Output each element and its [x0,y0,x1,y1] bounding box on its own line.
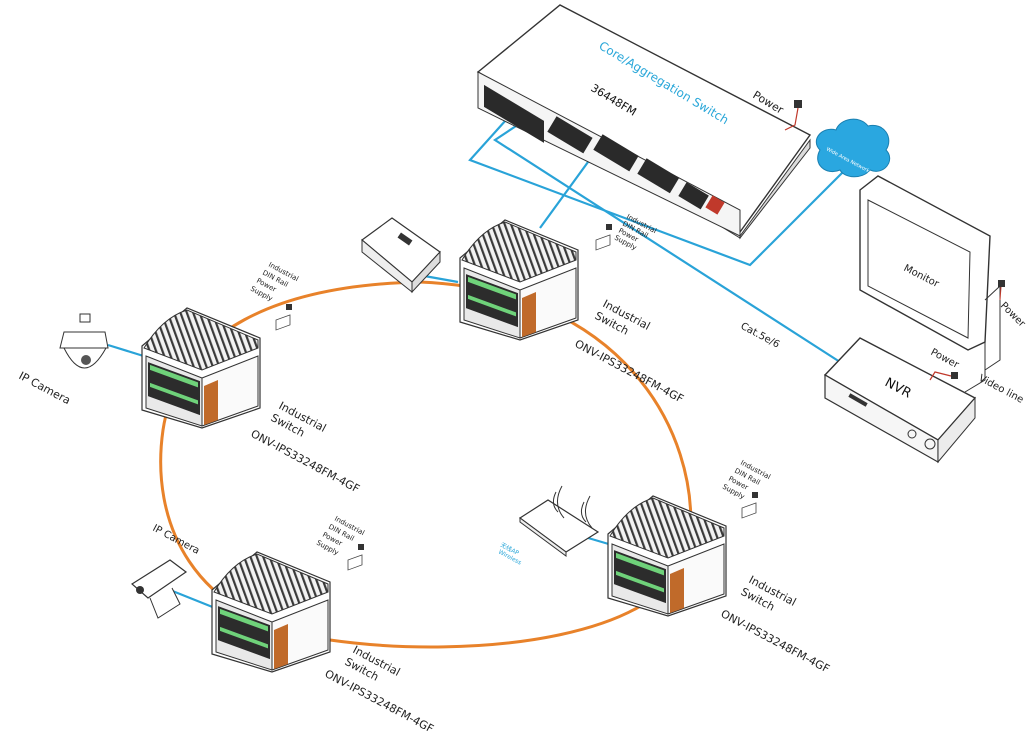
cable-label: Cat.5e/6 [739,321,782,351]
wan-cloud-icon: Wide Area Network [815,118,891,178]
core-power-plug [794,100,802,108]
switch-model: ONV-IPS33248FM-4GF [573,337,686,405]
switch-model: ONV-IPS33248FM-4GF [719,607,832,675]
ip-camera-2-label: IP Camera [151,523,202,557]
dome-camera[interactable]: IP Camera [17,313,109,407]
monitor[interactable]: Monitor Power [859,175,1028,371]
wan-cable [468,109,846,267]
monitor-power-label: Power [998,300,1028,330]
switch-model: ONV-IPS33248FM-4GF [249,427,362,495]
video-line-label: Video line [977,373,1026,406]
nvr[interactable]: NVR Power Video line [823,337,1026,464]
wireless-ap[interactable]: 无线AP Wireless [497,485,600,567]
nvr-power-label: Power [929,347,962,371]
industrial-switch-right[interactable]: Industrial DIN Rail Power Supply Industr… [607,459,832,676]
core-switch[interactable]: Core/Aggregation Switch 36448FM Power [476,4,812,240]
switch-model: ONV-IPS33248FM-4GF [323,667,436,735]
industrial-switch-left[interactable]: Industrial DIN Rail Power Supply Industr… [141,261,362,496]
industrial-switch-bottom-left[interactable]: Industrial DIN Rail Power Supply Industr… [211,515,436,736]
plc-device[interactable] [361,217,441,294]
ip-camera-1-label: IP Camera [17,369,73,407]
core-switch-ports [484,84,725,215]
wifi-signal-icon [552,485,593,529]
bullet-camera[interactable]: IP Camera [130,523,202,619]
